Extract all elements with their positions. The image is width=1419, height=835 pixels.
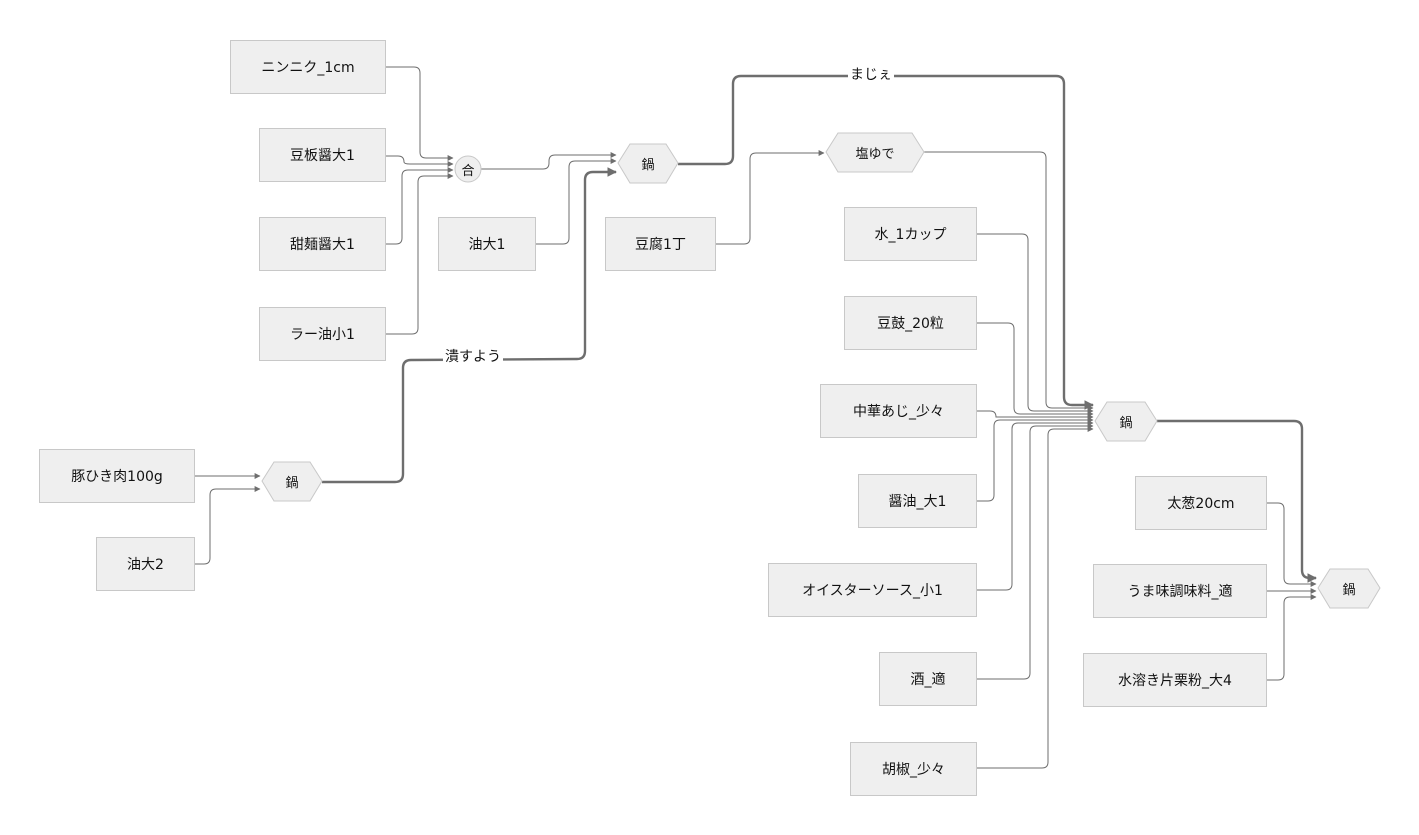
node-tofu: 豆腐1丁 — [605, 217, 716, 271]
node-buta: 豚ひき肉100g — [39, 449, 195, 503]
node-nabe1-label: 鍋 — [641, 158, 655, 173]
node-mizu: 水_1カップ — [844, 207, 977, 261]
node-umami: うま味調味料_適 — [1093, 564, 1267, 618]
merge-circle — [454, 155, 482, 183]
node-katakuri: 水溶き片栗粉_大4 — [1083, 653, 1267, 707]
node-negi: 太葱20cm — [1135, 476, 1267, 530]
node-shio-label: 塩ゆで — [855, 147, 895, 162]
node-tenmenjan: 甜麺醤大1 — [259, 217, 386, 271]
node-toubanjan: 豆板醤大1 — [259, 128, 386, 182]
edge-tofu-shio — [716, 150, 825, 245]
node-abura1: 油大1 — [438, 217, 536, 271]
node-nabe2-label: 鍋 — [285, 476, 299, 491]
node-abura2: 油大2 — [96, 537, 195, 591]
nabe2-hexagon — [261, 461, 323, 502]
node-rayu: ラー油小1 — [259, 307, 386, 361]
edges-to-nabe4 — [1157, 419, 1317, 681]
node-shoyu: 醤油_大1 — [858, 474, 977, 528]
shio-hexagon — [825, 132, 925, 173]
edge-label-tsubusu: 潰すよう — [443, 349, 503, 365]
edges-to-go — [386, 66, 454, 335]
node-oyster: オイスターソース_小1 — [768, 563, 977, 617]
node-kosho: 胡椒_少々 — [850, 742, 977, 796]
edge-label-majie: まじぇ — [848, 67, 894, 83]
node-ninniku: ニンニク_1cm — [230, 40, 386, 94]
node-sake: 酒_適 — [879, 652, 977, 706]
node-toushi: 豆鼓_20粒 — [844, 296, 977, 350]
node-go-label: 合 — [461, 163, 475, 179]
edges-to-nabe2 — [195, 473, 261, 565]
nabe1-hexagon — [617, 143, 679, 184]
node-chuka: 中華あじ_少々 — [820, 384, 977, 438]
node-nabe3-label: 鍋 — [1119, 416, 1133, 431]
node-nabe4-label: 鍋 — [1342, 583, 1356, 598]
nabe3-hexagon — [1094, 401, 1158, 442]
edges-to-nabe3 — [678, 74, 1094, 769]
nabe4-hexagon — [1317, 568, 1381, 609]
